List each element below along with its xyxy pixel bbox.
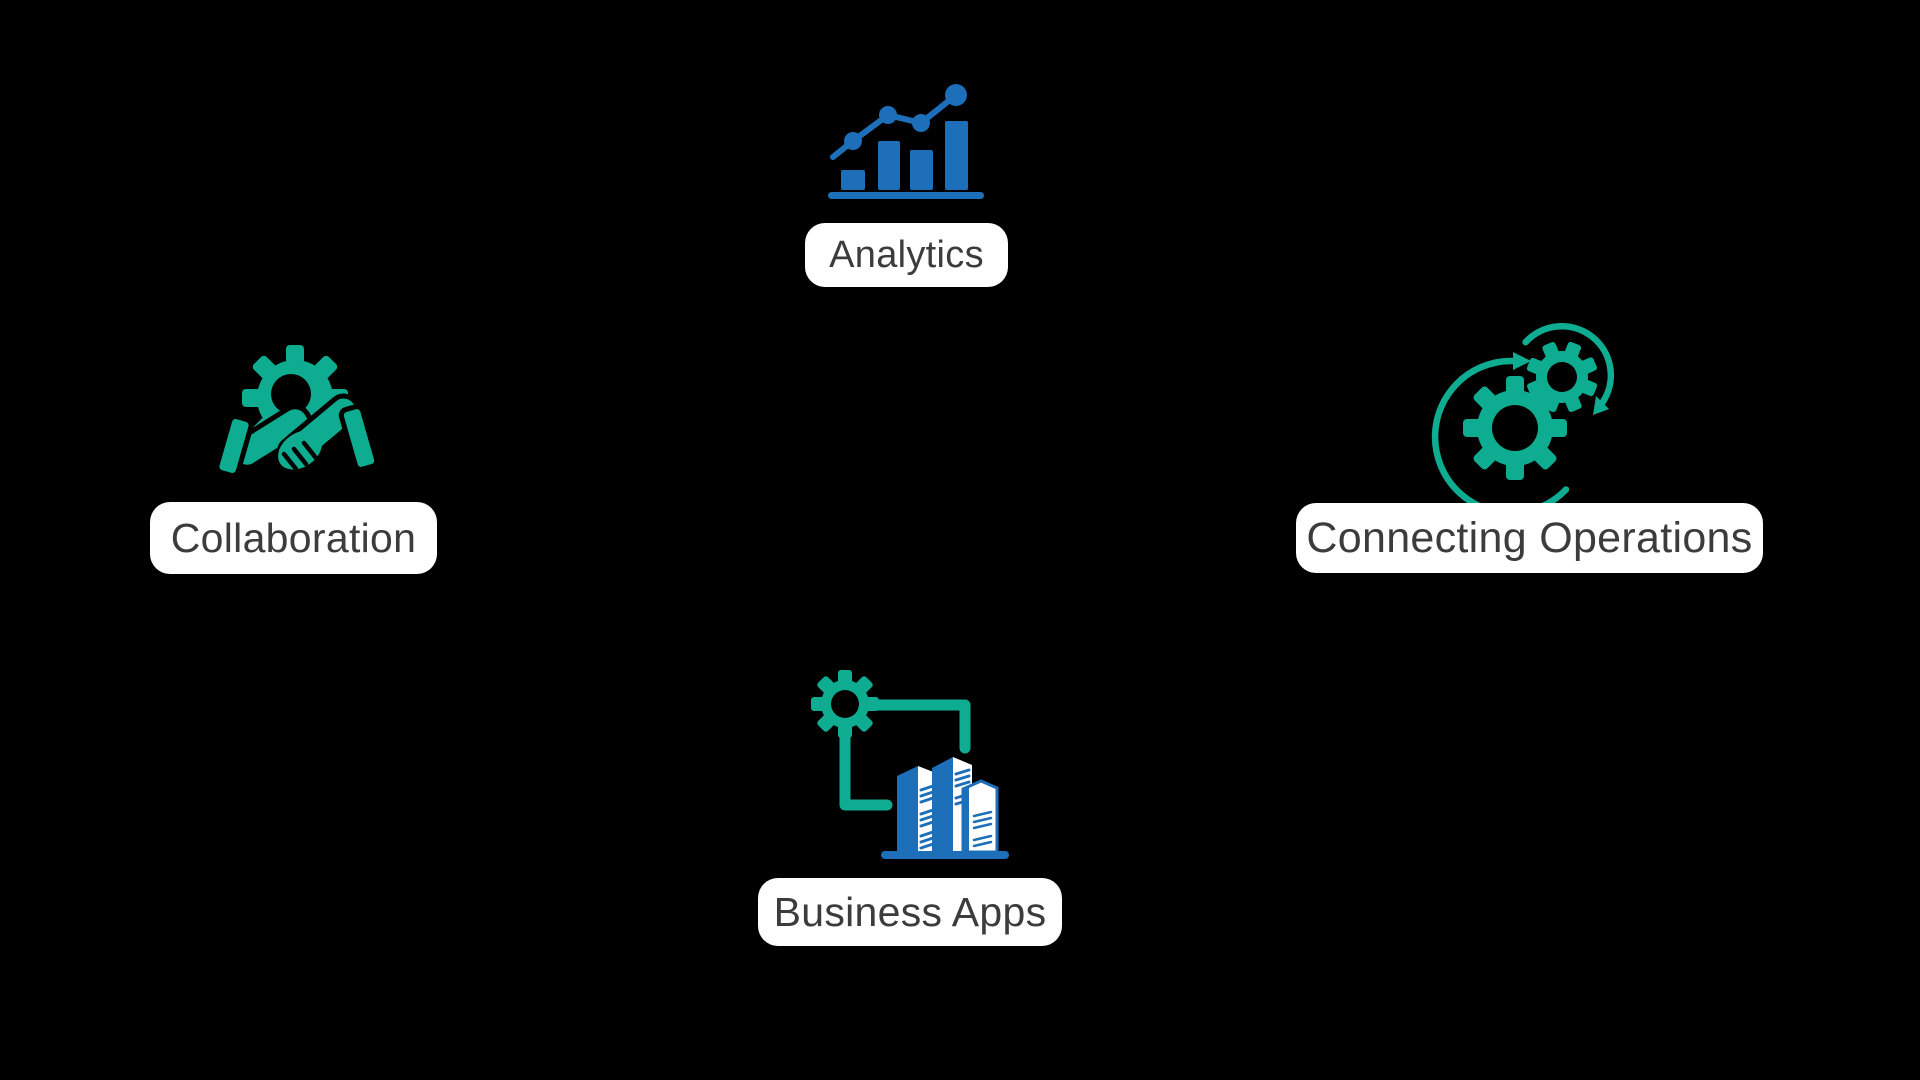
- connecting-operations-label: Connecting Operations: [1296, 503, 1763, 573]
- connecting-operations-label-text: Connecting Operations: [1306, 513, 1753, 562]
- bar-chart-trend-icon: [826, 78, 986, 206]
- rotating-gears-icon: [1431, 322, 1623, 520]
- gear-handshake-icon: [214, 338, 380, 498]
- gear-connected-buildings-icon: [805, 668, 1015, 868]
- business-apps-label-text: Business Apps: [773, 888, 1047, 935]
- collaboration-label: Collaboration: [150, 502, 437, 574]
- collaboration-label-text: Collaboration: [170, 514, 417, 561]
- analytics-label-text: Analytics: [829, 233, 984, 276]
- business-apps-label: Business Apps: [758, 878, 1062, 946]
- analytics-label: Analytics: [805, 223, 1008, 287]
- buildings-group: [881, 757, 1009, 859]
